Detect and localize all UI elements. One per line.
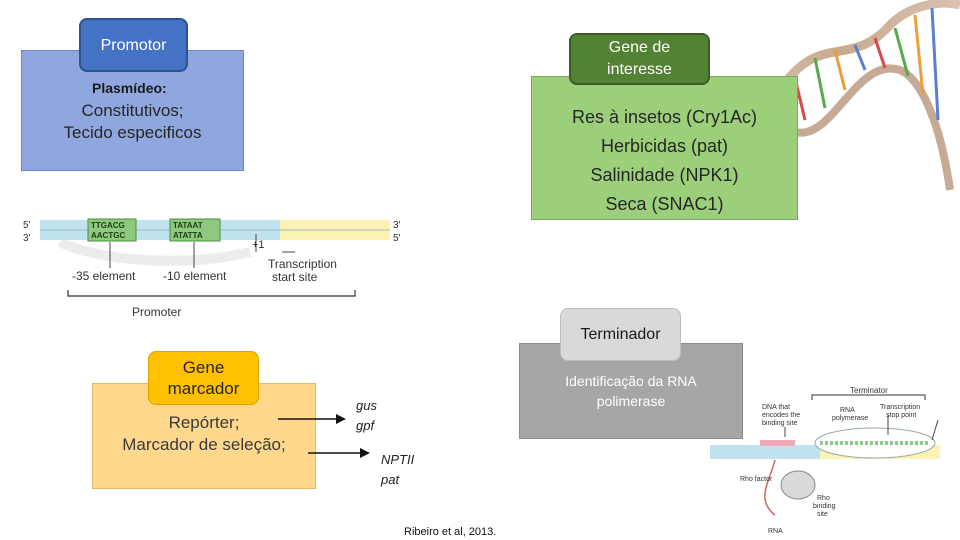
reporter-gene: gus xyxy=(356,398,377,413)
label-10-element: -10 element xyxy=(163,269,227,283)
terminador-tag-label: Terminador xyxy=(580,325,661,343)
promotor-line: Constitutivos; xyxy=(81,101,184,120)
rna-pol-label-2: polymerase xyxy=(832,415,868,422)
promotor-subtitle: Plasmídeo: xyxy=(92,80,167,96)
promotor-tag: Promotor xyxy=(79,18,188,72)
gene-interesse-line: Res à insetos (Cry1Ac) xyxy=(571,107,758,127)
selection-arrow-head xyxy=(360,448,370,458)
gene-interesse-line: Seca (SNAC1) xyxy=(605,194,724,214)
dna-encodes-label-2: encodes the xyxy=(762,412,800,419)
gene-marcador-tag-line: Gene xyxy=(182,358,225,377)
rho-factor-label: Rho factor xyxy=(740,476,773,483)
gene-interesse-line: Herbicidas (pat) xyxy=(600,136,729,156)
gene-interesse-box xyxy=(531,76,798,220)
gene-marcador-tag-line: marcador xyxy=(167,379,240,398)
terminador-text: Identificação da RNA polimerase xyxy=(519,371,743,411)
reporter-arrow-head xyxy=(336,414,346,424)
strand-5-bottom: 5' xyxy=(393,233,401,244)
reporter-genes: gus gpf xyxy=(356,396,377,436)
terminador-line: Identificação da RNA xyxy=(565,373,697,389)
terminador-line: polimerase xyxy=(596,393,666,409)
terminador-tag: Terminador xyxy=(560,308,681,361)
gene-interesse-line: Salinidade (NPK1) xyxy=(590,165,739,185)
rho-site-label: Rho xyxy=(817,495,830,502)
promoter-label: Promoter xyxy=(132,305,181,319)
reporter-gene: gpf xyxy=(356,418,375,433)
gene-marcador-line: Marcador de seleção; xyxy=(122,435,286,454)
start-site-label: start site xyxy=(272,270,318,284)
box-35-bottom: AACTGC xyxy=(91,231,125,240)
gene-interesse-tag-line: interesse xyxy=(607,61,672,78)
gene-interesse-tag: Gene de interesse xyxy=(569,33,710,85)
box-35-top: TTGACG xyxy=(91,221,125,230)
gene-marcador-line: Repórter; xyxy=(168,413,240,432)
rna-pol-label: RNA xyxy=(840,407,855,414)
rho-site-label-2: binding xyxy=(813,503,836,510)
gene-marcador-text: Repórter; Marcador de seleção; xyxy=(92,412,316,456)
stop-point-label-2: stop point xyxy=(886,412,916,419)
box-10-top: TATAAT xyxy=(173,221,203,230)
promoter-diagram: 5' 3' 3' 5' TTGACG AACTGC TATAAT ATATTA … xyxy=(23,218,401,319)
dna-encodes-label: DNA that xyxy=(762,404,790,411)
transcription-label: Transcription xyxy=(268,257,337,271)
selection-gene: pat xyxy=(381,472,400,487)
plus-one-label: +1 xyxy=(252,239,265,251)
rna-label: RNA xyxy=(768,528,783,535)
selection-gene: NPTII xyxy=(381,452,415,467)
citation: Ribeiro et al, 2013. xyxy=(404,526,497,538)
promotor-tag-label: Promotor xyxy=(100,37,167,54)
arrows-layer xyxy=(278,414,370,458)
terminator-diagram: Terminator RNA polymerase DNA that encod… xyxy=(710,386,940,535)
promotor-text: Constitutivos; Tecido especificos xyxy=(21,100,244,144)
selection-genes: NPTII pat xyxy=(381,450,414,490)
label-35-element: -35 element xyxy=(72,269,136,283)
gene-interesse-text: Res à insetos (Cry1Ac) Herbicidas (pat) … xyxy=(531,103,798,219)
strand-5-top: 5' xyxy=(23,220,31,231)
gene-marcador-tag: Gene marcador xyxy=(148,351,259,405)
strand-3-bottom: 3' xyxy=(23,233,31,244)
strand-3-top: 3' xyxy=(393,220,401,231)
rho-site-label-3: site xyxy=(817,511,828,518)
terminator-title: Terminator xyxy=(850,386,888,395)
promotor-line: Tecido especificos xyxy=(63,123,202,142)
dna-encodes-label-3: binding site xyxy=(762,420,798,427)
gene-interesse-tag-line: Gene de xyxy=(608,39,671,56)
box-10-bottom: ATATTA xyxy=(173,231,203,240)
stop-point-label: Transcription xyxy=(880,404,920,411)
